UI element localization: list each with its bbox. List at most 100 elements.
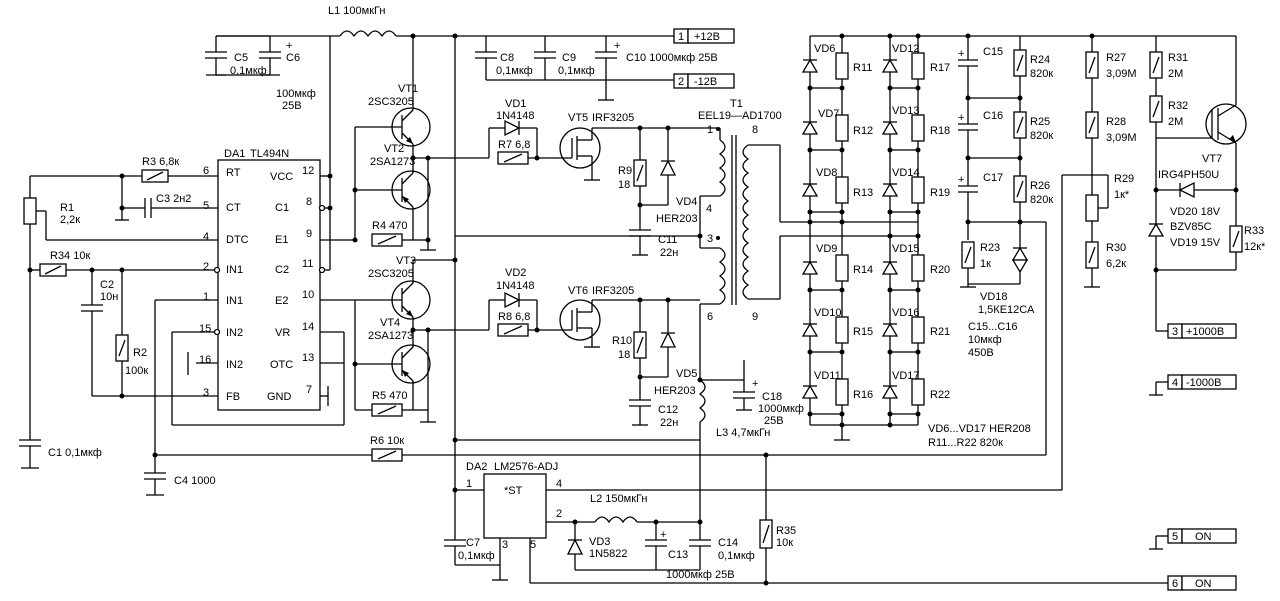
pin-num-2: 2 (203, 261, 209, 273)
c14-value: 0,1мкф (718, 550, 755, 562)
c18-voltage: 25В (764, 415, 784, 427)
r2-value: 100к (125, 365, 148, 377)
vd19-label: VD19 15V (1170, 237, 1221, 249)
junction-dot (915, 147, 921, 153)
vd5-part: HER203 (654, 385, 696, 397)
da2-pin1: 1 (466, 478, 472, 490)
r-note: R11...R22 820к (928, 437, 1003, 449)
vt3-ref: VT3 (396, 255, 416, 267)
ladder-resistor (835, 316, 849, 344)
winding-4: 4 (706, 203, 712, 215)
c17-label: C17 (983, 172, 1003, 184)
vd18-part: 1,5КЕ12СА (978, 304, 1035, 316)
pin-in1-plus: IN1 (226, 264, 243, 276)
vt7-ref: VT7 (1202, 153, 1222, 165)
junction-dot (915, 287, 921, 293)
c9-label: C9 (562, 52, 576, 64)
pin-rt: RT (226, 167, 241, 179)
r26-value: 820к (1030, 194, 1053, 206)
c15-16-voltage: 450В (968, 347, 994, 359)
junction-dot (887, 411, 893, 417)
l3-label: L3 4,7мкГн (716, 427, 770, 439)
c13-label: C13 (668, 549, 688, 561)
ladder-diode (801, 120, 819, 135)
winding-9: 9 (752, 311, 758, 323)
ladder-resistor (911, 176, 925, 204)
da1-tl494: DA1 TL494N RT CT DTC IN1 IN1 IN2 IN2 FB … (187, 36, 355, 411)
vd7-ref: VD7 (818, 108, 839, 120)
junction-dot (839, 349, 845, 355)
r28-value: 3,09М (1106, 132, 1137, 144)
connector-6-label: ON (1195, 578, 1212, 590)
pin-num-4: 4 (203, 231, 209, 243)
snubbers: R9 18 VD4 HER203 C11 22н R10 18 VD5 HER2… (612, 125, 698, 429)
vt2-ref: VT2 (384, 143, 404, 155)
r27-label: R27 (1106, 52, 1126, 64)
r23-label: R23 (980, 242, 1000, 254)
r26-label: R26 (1030, 180, 1050, 192)
c15-16-note: C15...C16 (968, 321, 1018, 333)
c5-label: C5 (234, 52, 248, 64)
r20-label: R20 (930, 264, 950, 276)
c10-label: C10 1000мкф 25В (626, 52, 718, 64)
timing-network: R3 6,8к C3 2н2 R1 2,2к R34 10к C (19, 156, 1046, 496)
r10-label: R10 (612, 335, 632, 347)
c4-label: C4 1000 (174, 475, 216, 487)
connector-2-label: -12В (694, 76, 717, 88)
connector-5: 5 ON (1149, 528, 1237, 550)
c8-value: 0,1мкф (496, 65, 533, 77)
r33-value: 12к* (1244, 241, 1266, 253)
ladder-diode (881, 384, 899, 399)
ladder-resistor (835, 378, 849, 406)
vd13-ref: VD13 (892, 105, 920, 117)
r13-label: R13 (853, 187, 873, 199)
ladder-resistor (835, 52, 849, 80)
t1-part: EEL19—AD1700 (698, 110, 782, 122)
vd3-ref: VD3 (589, 536, 610, 548)
c13-value: 1000мкф 25В (666, 569, 735, 581)
junction-dot (915, 349, 921, 355)
c13-plus: + (660, 529, 666, 541)
winding-1: 1 (707, 124, 713, 136)
ladder-diode (801, 182, 819, 197)
r24-label: R24 (1030, 54, 1050, 66)
da2-pin3: 3 (502, 539, 508, 551)
vt3-part: 2SC3205 (368, 268, 414, 280)
c12-label: C12 (658, 404, 678, 416)
ladder-resistor (835, 254, 849, 282)
c6-plus: + (286, 40, 292, 52)
r30-value: 6,2к (1106, 258, 1126, 270)
r27-value: 3,09М (1106, 68, 1137, 80)
c12-value: 22н (660, 417, 678, 429)
feedback-divider: R27 3,09М R28 3,09М R29 1к* R30 6,2к (1020, 35, 1137, 490)
r16-label: R16 (853, 389, 873, 401)
vd10-ref: VD10 (814, 307, 842, 319)
r8-label: R8 6,8 (498, 311, 530, 323)
r32-label: R32 (1168, 100, 1188, 112)
r21-label: R21 (930, 326, 950, 338)
pin-gnd: GND (267, 391, 292, 403)
junction-dot (887, 85, 893, 91)
vd8-ref: VD8 (816, 167, 837, 179)
ladder-diode (801, 58, 819, 73)
r17-label: R17 (930, 62, 950, 74)
r23-value: 1к (980, 258, 991, 270)
c15-label: C15 (983, 46, 1003, 58)
pin-in1-minus: IN1 (226, 295, 243, 307)
r2-label: R2 (133, 347, 147, 359)
junction-dot (839, 287, 845, 293)
junction-dot (807, 85, 813, 91)
c2-value: 10н (100, 291, 118, 303)
da2-pin4: 4 (556, 478, 562, 490)
vd5-ref: VD5 (676, 368, 697, 380)
gate-drive: VD1 1N4148 R7 6,8 VD2 1N4148 R8 6,8 (488, 98, 565, 337)
vd16-ref: VD16 (892, 307, 920, 319)
transformer-t1: T1 EEL19—AD1700 1 4 3 6 8 9 (455, 98, 782, 323)
c9-value: 0,1мкф (558, 65, 595, 77)
da1-ref: DA1 (224, 148, 245, 160)
junction-dot (887, 349, 893, 355)
r29-label: R29 (1114, 173, 1134, 185)
c7-label: C7 (466, 537, 480, 549)
r6-label: R6 10к (370, 435, 404, 447)
winding-6: 6 (707, 311, 713, 323)
